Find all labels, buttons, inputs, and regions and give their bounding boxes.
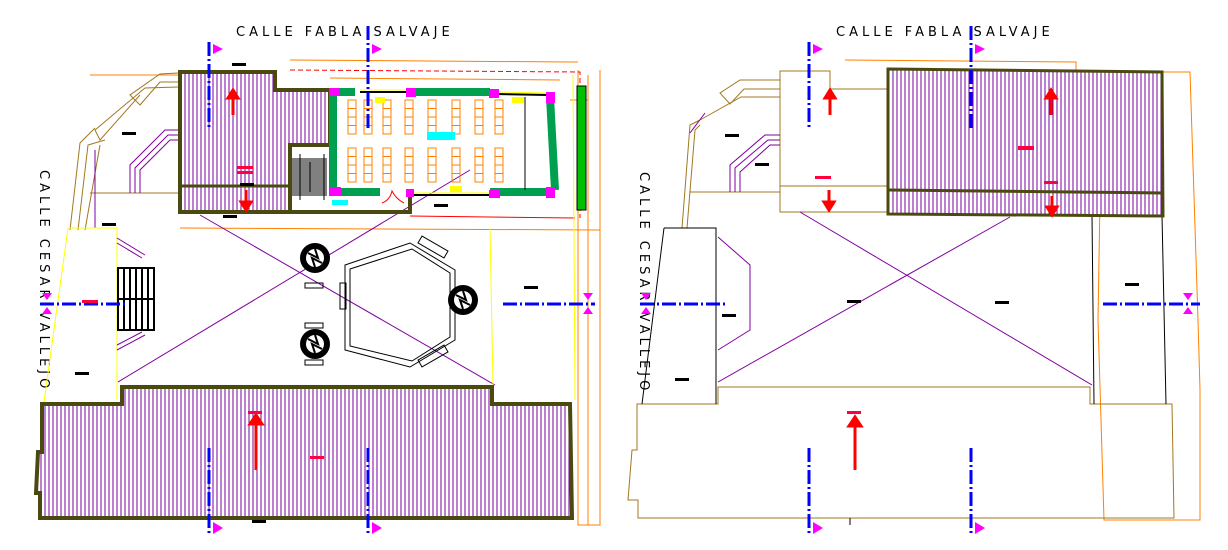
site-boundary: [627, 70, 1175, 519]
window-glass: [360, 89, 549, 194]
roof-block-north: [886, 67, 1165, 218]
tag-yellow: [450, 186, 462, 192]
roof-block-south: [33, 385, 575, 520]
section-marker-icon: [641, 44, 1193, 534]
tag-cyan: [332, 200, 348, 205]
svg-text:CALLE CESAR VALLEJO: CALLE CESAR VALLEJO: [636, 172, 651, 394]
street-label-side-right: CALLE CESAR VALLEJO: [636, 172, 651, 394]
slope-labels: [815, 146, 1058, 414]
slope-arrow-icon: [225, 87, 265, 470]
columns: [329, 88, 555, 198]
axis-lines: [40, 26, 595, 535]
hexagon-gazebo: [344, 242, 456, 368]
level-marker-icon: [675, 134, 1139, 381]
tag-yellow: [375, 97, 385, 103]
slope-labels: [82, 166, 324, 459]
plaza-outline: [43, 74, 576, 403]
roof-edge: [887, 188, 1164, 195]
left-plan: CALLE FABLA SALVAJE CALLE CESAR VALLEJO: [33, 25, 601, 535]
right-plan: CALLE FABLA SALVAJE CALLE CESAR VALLEJO: [627, 25, 1201, 535]
street-label-side-left: CALLE CESAR VALLEJO: [36, 170, 51, 392]
svg-text:CALLE CESAR VALLEJO: CALLE CESAR VALLEJO: [36, 170, 51, 392]
pews: [347, 99, 504, 183]
stair-lines: [299, 154, 325, 200]
steps-lines: [94, 129, 178, 228]
roof-ridge-lines: [717, 211, 1093, 386]
steps-lines: [689, 112, 780, 192]
planter: [576, 85, 587, 211]
ramp-lines: [116, 237, 146, 351]
section-marker-icon: [42, 44, 593, 534]
door-swing: [381, 189, 405, 204]
benches: [304, 235, 449, 368]
stairs: [117, 267, 155, 331]
street-label-top-right: CALLE FABLA SALVAJE: [836, 25, 1054, 40]
chapel-walls: [329, 88, 559, 196]
slope-arrow-icon: [821, 87, 1060, 470]
altar-label: [427, 132, 455, 140]
level-marker-icon: [75, 63, 538, 523]
wall-south: [290, 195, 412, 214]
plan-outline: [641, 214, 1167, 525]
site-boundary: [69, 72, 180, 231]
tree-icon: [448, 285, 478, 315]
tree-icon: [300, 329, 330, 359]
tree-icon: [300, 243, 330, 273]
axis-lines: [640, 26, 1200, 535]
street-label-top-left: CALLE FABLA SALVAJE: [236, 25, 454, 40]
tag-yellow: [512, 97, 524, 103]
boundary-line: [409, 215, 576, 219]
